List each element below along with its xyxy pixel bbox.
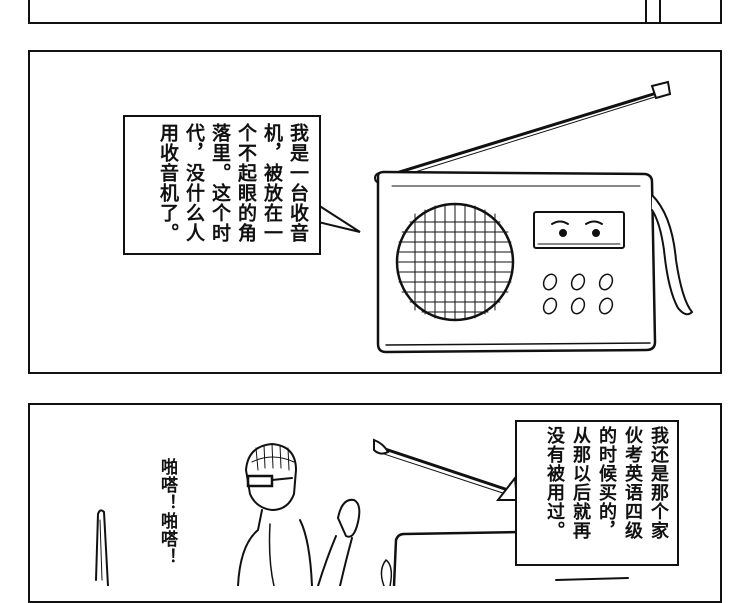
comic-line-art bbox=[95, 0, 694, 586]
sound-effect-text: 啪嗒！啪嗒！ bbox=[157, 458, 177, 566]
radio-strap bbox=[651, 194, 694, 316]
radio-illustration bbox=[374, 80, 694, 354]
speaker-mesh bbox=[396, 203, 514, 321]
speech-text: 我是一台收音 机，被放在一 个不起眼的角 落里。这个时 代，没什么人 用收音机了… bbox=[157, 123, 309, 243]
top-panel-pillar bbox=[645, 0, 661, 22]
speech-text: 我还是那个家 伙考英语四级 的时候买的， 从那以后就再 没有被用过。 bbox=[544, 426, 669, 540]
top-panel-fragment bbox=[28, 0, 722, 24]
bottom-antenna bbox=[374, 444, 522, 496]
bottom-radio-top bbox=[392, 530, 522, 586]
student-body bbox=[237, 509, 313, 586]
display-eye-right bbox=[585, 220, 603, 225]
radio-antenna bbox=[378, 90, 662, 180]
glasses bbox=[246, 474, 274, 488]
speech-tail bbox=[317, 203, 361, 233]
monitor bbox=[95, 509, 109, 586]
student-scene bbox=[95, 438, 629, 586]
display-eye-left bbox=[551, 220, 569, 225]
speech-bubble-radio: 我是一台收音 机，被放在一 个不起眼的角 落里。这个时 代，没什么人 用收音机了… bbox=[123, 115, 321, 255]
chair bbox=[317, 498, 361, 586]
radio-buttons bbox=[542, 273, 614, 315]
radio-display bbox=[533, 211, 625, 249]
speech-bubble-student: 我还是那个家 伙考英语四级 的时候买的， 从那以后就再 没有被用过。 bbox=[515, 420, 679, 566]
